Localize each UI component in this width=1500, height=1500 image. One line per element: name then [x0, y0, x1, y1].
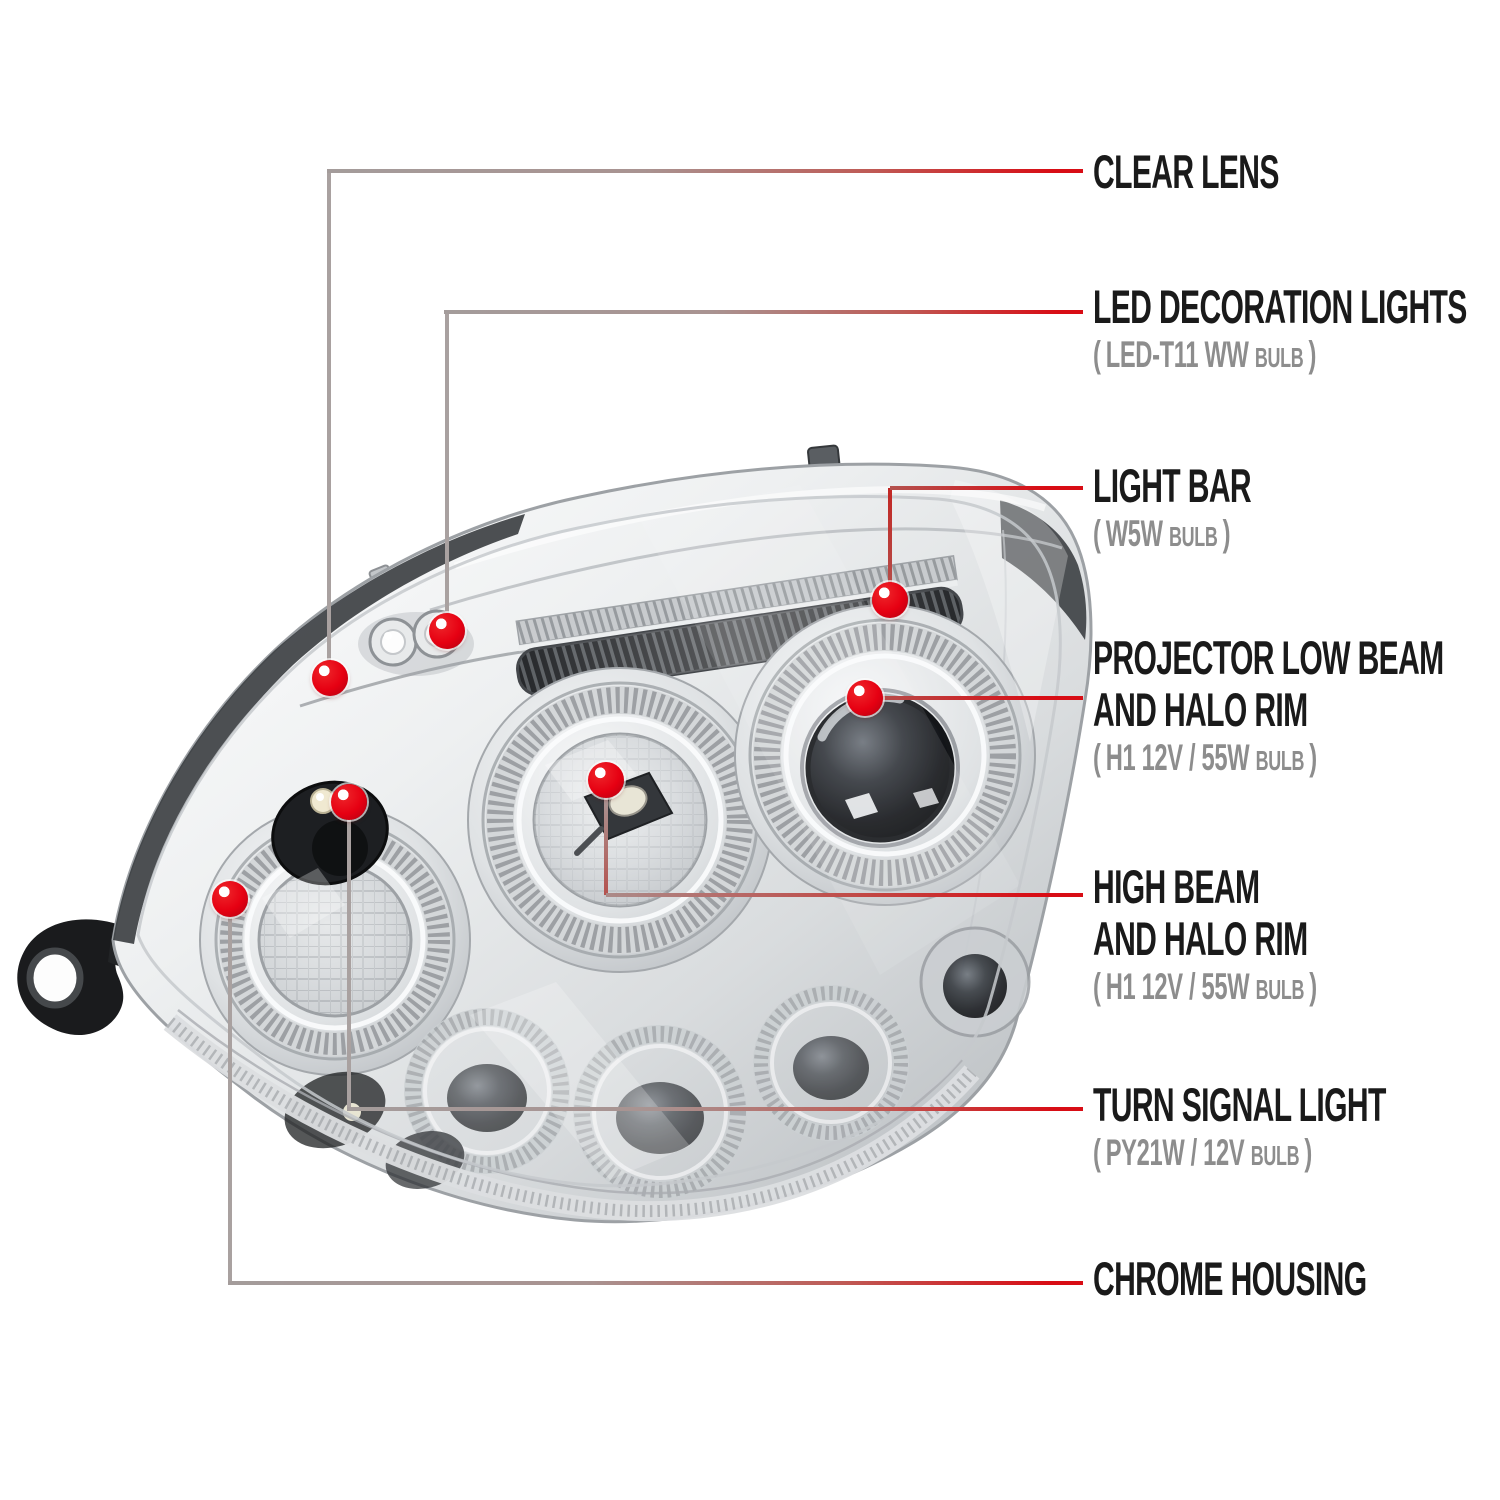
callout-label: HIGH BEAM AND HALO RIM	[1093, 861, 1317, 965]
spec-value: LED-T11 WW	[1105, 334, 1249, 375]
bottom-trim	[163, 1009, 980, 1222]
spec-paren-open: (	[1093, 1132, 1101, 1173]
turn-signal-unit	[199, 780, 471, 1076]
light-bar-marker-dot	[872, 582, 908, 618]
high-beam-leader-v	[604, 780, 608, 895]
spec-paren-open: (	[1093, 334, 1101, 375]
spec-paren-close: )	[1304, 1132, 1312, 1173]
led-decoration-leader-v	[445, 312, 449, 631]
led-decoration-marker-dot	[429, 613, 465, 649]
turn-signal-marker-dot	[331, 784, 367, 820]
callout-label-line: AND HALO RIM	[1093, 912, 1308, 965]
callout-label: LED DECORATION LIGHTS	[1093, 281, 1467, 333]
spec-paren-open: (	[1093, 513, 1101, 554]
clear-lens-leader-v	[327, 171, 331, 678]
spec-value: H1 12V / 55W	[1105, 966, 1250, 1007]
led-decoration-leader-h	[444, 310, 1083, 314]
callout-label-line: CHROME HOUSING	[1093, 1252, 1367, 1305]
callout-label-line: PROJECTOR LOW BEAM	[1093, 631, 1444, 684]
chrome-housing-leader-v	[228, 901, 232, 1283]
high-beam-marker-dot	[588, 762, 624, 798]
spec-value: PY21W / 12V	[1105, 1132, 1245, 1173]
spec-value: W5W	[1105, 513, 1163, 554]
high-beam-leader-h	[606, 893, 1083, 897]
callout-label: CLEAR LENS	[1093, 146, 1279, 198]
housing-corner	[1000, 500, 1087, 640]
high-beam-unit	[467, 667, 773, 973]
spec-bulb-word: BULB	[1255, 745, 1305, 776]
spec-paren-open: (	[1093, 966, 1101, 1007]
chrome-housing-marker-dot	[212, 881, 248, 917]
lens-reflection	[429, 527, 1063, 612]
clear-lens-leader-h	[327, 169, 1083, 173]
callout-label: PROJECTOR LOW BEAM AND HALO RIM	[1093, 632, 1444, 736]
spec-bulb-word: BULB	[1250, 1140, 1300, 1171]
callout-label-line: LIGHT BAR	[1093, 459, 1252, 512]
callout-label-line: LED DECORATION LIGHTS	[1093, 280, 1467, 333]
spec-value: H1 12V / 55W	[1105, 737, 1250, 778]
spec-paren-close: )	[1309, 966, 1317, 1007]
light-bar-leader-h	[890, 486, 1083, 490]
spec-bulb-word: BULB	[1254, 342, 1304, 373]
turn-signal-leader-v	[347, 804, 351, 1109]
callout-label-line: AND HALO RIM	[1093, 683, 1308, 736]
callout-label: CHROME HOUSING	[1093, 1252, 1367, 1305]
projector-low-beam-marker-dot	[847, 680, 883, 716]
callout-projector-low-beam: PROJECTOR LOW BEAM AND HALO RIM (H1 12V …	[1093, 632, 1500, 786]
lens-gloss	[470, 480, 1068, 1180]
callout-label: TURN SIGNAL LIGHT	[1093, 1079, 1386, 1131]
spec-paren-open: (	[1093, 737, 1101, 778]
bottom-reflections	[284, 926, 1031, 1199]
callout-label-line: HIGH BEAM	[1093, 860, 1260, 913]
lens-inner-outline	[136, 495, 1062, 1188]
turn-signal-leader-h	[347, 1107, 1083, 1111]
spec-paren-close: )	[1309, 737, 1317, 778]
callout-label-line: CLEAR LENS	[1093, 145, 1279, 198]
callout-chrome-housing: CHROME HOUSING	[1093, 1253, 1500, 1305]
callout-clear-lens: CLEAR LENS	[1093, 146, 1383, 198]
projector-low-beam-leader-h	[865, 696, 1083, 700]
spec-bulb-word: BULB	[1255, 974, 1305, 1005]
spec-paren-close: )	[1308, 334, 1317, 375]
callout-label: LIGHT BAR	[1093, 459, 1252, 512]
clear-lens-marker-dot	[312, 660, 348, 696]
lens-reflection	[453, 486, 1047, 570]
callout-label-line: TURN SIGNAL LIGHT	[1093, 1078, 1386, 1131]
spec-paren-close: )	[1222, 513, 1231, 554]
light-bar-leader-v	[888, 488, 892, 600]
chrome-housing-leader-h	[228, 1281, 1083, 1285]
spec-bulb-word: BULB	[1169, 521, 1218, 552]
